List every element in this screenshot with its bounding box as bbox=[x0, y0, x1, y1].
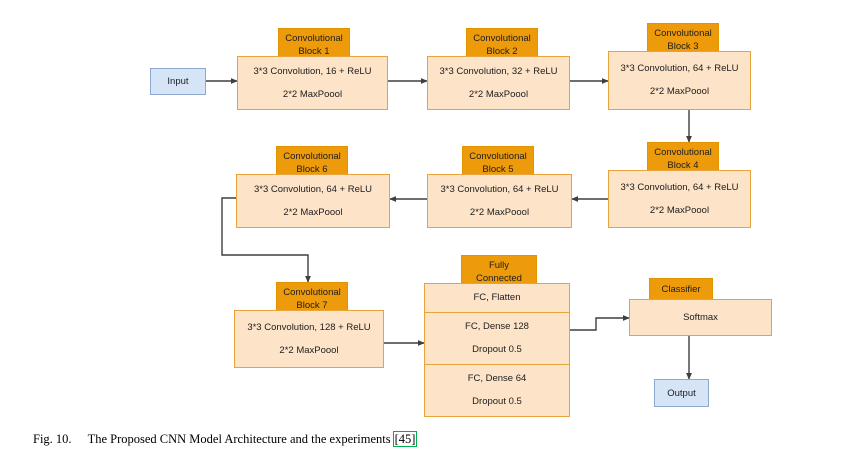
conv-block-2-conv-label: 3*3 Convolution, 32 + ReLU bbox=[439, 65, 558, 77]
fc-dropout2-label: Dropout 0.5 bbox=[472, 396, 522, 407]
conv-block-7-conv-label: 3*3 Convolution, 128 + ReLU bbox=[247, 321, 371, 333]
arrow-fc-to-classifier bbox=[570, 315, 630, 331]
fc-flatten-label: FC, Flatten bbox=[473, 292, 521, 303]
output-label: Output bbox=[667, 387, 696, 399]
conv-block-2-pool-label: 2*2 MaxPoool bbox=[468, 88, 529, 100]
conv-block-5-pool-label: 2*2 MaxPoool bbox=[469, 206, 530, 218]
citation-reference[interactable]: [45] bbox=[392, 431, 418, 447]
conv-block-5-header-line2: Block 5 bbox=[482, 163, 514, 175]
conv-block-1-conv-label: 3*3 Convolution, 16 + ReLU bbox=[253, 65, 372, 77]
conv-block-1-header-line2: Block 1 bbox=[298, 45, 330, 57]
conv-block-2-header: Convolutional Block 2 bbox=[466, 28, 538, 58]
fc-section-dense-64: FC, Dense 64 Dropout 0.5 bbox=[425, 365, 569, 416]
conv-block-5-body: 3*3 Convolution, 64 + ReLU 2*2 MaxPoool bbox=[427, 174, 572, 228]
conv-block-1-header: Convolutional Block 1 bbox=[278, 28, 350, 58]
classifier-softmax-label: Softmax bbox=[683, 311, 718, 323]
conv-block-3-header-line1: Convolutional bbox=[654, 28, 712, 39]
conv-block-1-header-line1: Convolutional bbox=[285, 33, 343, 44]
conv-block-4-header: Convolutional Block 4 bbox=[647, 142, 719, 172]
conv-block-4-body: 3*3 Convolution, 64 + ReLU 2*2 MaxPoool bbox=[608, 170, 751, 228]
conv-block-4-pool-label: 2*2 MaxPoool bbox=[649, 204, 710, 216]
conv-block-2-header-line2: Block 2 bbox=[486, 45, 518, 57]
conv-block-5-conv-label: 3*3 Convolution, 64 + ReLU bbox=[440, 183, 559, 195]
conv-block-7-header: Convolutional Block 7 bbox=[276, 282, 348, 312]
fc-section-flatten: FC, Flatten bbox=[425, 284, 569, 313]
conv-block-6-body: 3*3 Convolution, 64 + ReLU 2*2 MaxPoool bbox=[236, 174, 390, 228]
output-box: Output bbox=[654, 379, 709, 407]
conv-block-3-body: 3*3 Convolution, 64 + ReLU 2*2 MaxPoool bbox=[608, 51, 751, 110]
conv-block-1-body: 3*3 Convolution, 16 + ReLU 2*2 MaxPoool bbox=[237, 56, 388, 110]
figure-caption: Fig. 10. The Proposed CNN Model Architect… bbox=[33, 431, 418, 447]
conv-block-3-pool-label: 2*2 MaxPoool bbox=[649, 86, 710, 97]
figure-caption-text: The Proposed CNN Model Architecture and … bbox=[87, 432, 391, 446]
fully-connected-body: FC, Flatten FC, Dense 128 Dropout 0.5 FC… bbox=[424, 283, 570, 417]
conv-block-2-body: 3*3 Convolution, 32 + ReLU 2*2 MaxPoool bbox=[427, 56, 570, 110]
conv-block-2-header-line1: Convolutional bbox=[473, 33, 531, 44]
input-label: Input bbox=[167, 76, 189, 87]
fully-connected-header: Fully Connected bbox=[461, 255, 537, 285]
conv-block-7-header-line2: Block 7 bbox=[296, 299, 328, 311]
fc-dropout1-label: Dropout 0.5 bbox=[472, 344, 522, 355]
conv-block-7-body: 3*3 Convolution, 128 + ReLU 2*2 MaxPoool bbox=[234, 310, 384, 368]
fc-dense64-label: FC, Dense 64 bbox=[467, 373, 527, 384]
conv-block-6-pool-label: 2*2 MaxPoool bbox=[283, 206, 343, 218]
classifier-header-line1: Classifier bbox=[661, 284, 701, 295]
fc-dense128-label: FC, Dense 128 bbox=[465, 321, 529, 332]
conv-block-6-conv-label: 3*3 Convolution, 64 + ReLU bbox=[253, 183, 373, 195]
fc-section-dense-128: FC, Dense 128 Dropout 0.5 bbox=[425, 313, 569, 365]
conv-block-6-header-line2: Block 6 bbox=[296, 163, 328, 175]
conv-block-5-header-line1: Convolutional bbox=[469, 151, 527, 162]
figure-number: Fig. 10. bbox=[33, 432, 72, 446]
conv-block-3-header: Convolutional Block 3 bbox=[647, 23, 719, 53]
conv-block-4-header-line1: Convolutional bbox=[654, 147, 712, 158]
fully-connected-header-line1: Fully bbox=[488, 260, 510, 271]
conv-block-7-pool-label: 2*2 MaxPoool bbox=[279, 344, 339, 356]
conv-block-7-header-line1: Convolutional bbox=[283, 287, 341, 298]
fully-connected-header-line2: Connected bbox=[476, 272, 522, 284]
input-box: Input bbox=[150, 68, 206, 95]
conv-block-6-header: Convolutional Block 6 bbox=[276, 146, 348, 176]
conv-block-3-header-line2: Block 3 bbox=[667, 40, 699, 52]
conv-block-4-header-line2: Block 4 bbox=[667, 159, 699, 171]
classifier-body: Softmax bbox=[629, 299, 772, 336]
conv-block-3-conv-label: 3*3 Convolution, 64 + ReLU bbox=[620, 63, 739, 74]
arrow-block6-to-block7 bbox=[221, 197, 311, 283]
conv-block-6-header-line1: Convolutional bbox=[283, 151, 341, 162]
conv-block-1-pool-label: 2*2 MaxPoool bbox=[282, 88, 343, 100]
conv-block-4-conv-label: 3*3 Convolution, 64 + ReLU bbox=[620, 181, 739, 193]
conv-block-5-header: Convolutional Block 5 bbox=[462, 146, 534, 176]
classifier-header: Classifier bbox=[649, 278, 713, 300]
